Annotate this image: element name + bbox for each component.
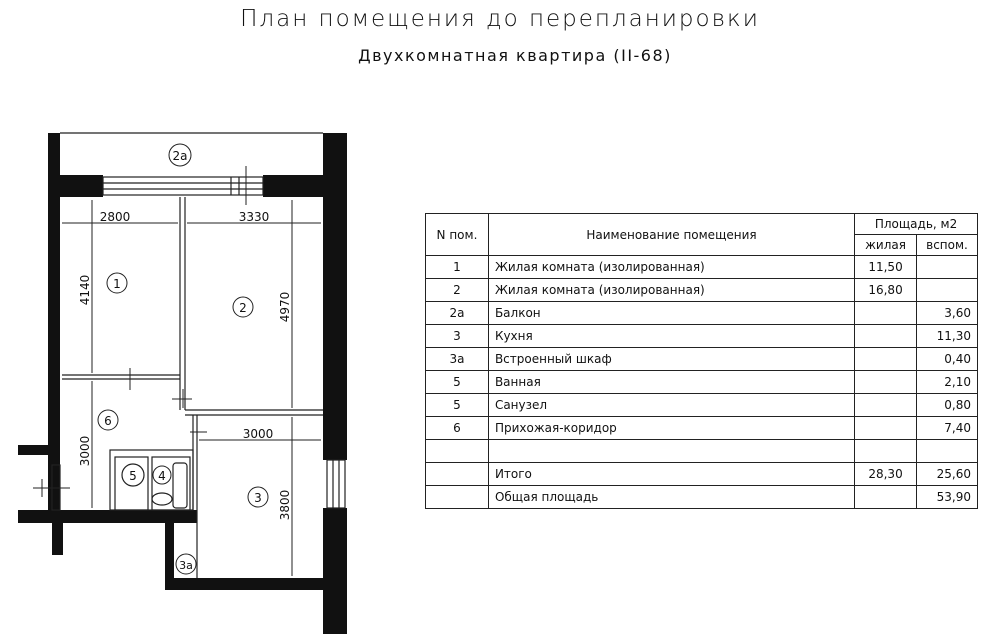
room-label-6: 6 bbox=[104, 414, 112, 428]
cell-living bbox=[854, 416, 917, 440]
cell-aux: 53,90 bbox=[916, 485, 978, 509]
header-number: N пом. bbox=[425, 213, 489, 256]
cell-aux bbox=[916, 255, 978, 279]
cell-number: 2 bbox=[425, 278, 489, 302]
dim-3000-vertical: 3000 bbox=[78, 436, 92, 467]
room-label-4: 4 bbox=[158, 469, 166, 483]
dim-4140: 4140 bbox=[78, 275, 92, 306]
cell-aux bbox=[916, 278, 978, 302]
cell-aux: 11,30 bbox=[916, 324, 978, 348]
cell-name: Жилая комната (изолированная) bbox=[487, 255, 856, 279]
partitions bbox=[51, 132, 346, 578]
cell-aux: 0,40 bbox=[916, 347, 978, 371]
cell-aux bbox=[916, 439, 978, 463]
cell-living bbox=[854, 370, 917, 394]
cell-living: 16,80 bbox=[854, 278, 917, 302]
cell-number: 2а bbox=[425, 301, 489, 325]
cell-number: 6 bbox=[425, 416, 489, 440]
cell-aux: 0,80 bbox=[916, 393, 978, 417]
cell-name: Балкон bbox=[487, 301, 856, 325]
cell-number: 5 bbox=[425, 393, 489, 417]
dimension-lines bbox=[33, 166, 321, 576]
cell-name: Встроенный шкаф bbox=[487, 347, 856, 371]
cell-aux: 3,60 bbox=[916, 301, 978, 325]
cell-name: Кухня bbox=[487, 324, 856, 348]
cell-name: Ванная bbox=[487, 370, 856, 394]
cell-name: Санузел bbox=[487, 393, 856, 417]
dim-4970: 4970 bbox=[278, 292, 292, 323]
walls bbox=[18, 133, 347, 634]
header-living: жилая bbox=[854, 234, 917, 256]
cell-aux: 25,60 bbox=[916, 462, 978, 486]
cell-number bbox=[425, 439, 489, 463]
cell-number bbox=[425, 485, 489, 509]
cell-name: Жилая комната (изолированная) bbox=[487, 278, 856, 302]
cell-number: 5 bbox=[425, 370, 489, 394]
room-label-1: 1 bbox=[113, 277, 121, 291]
room-label-3: 3 bbox=[254, 491, 262, 505]
dim-2800: 2800 bbox=[100, 210, 131, 224]
cell-number: 3 bbox=[425, 324, 489, 348]
cell-living bbox=[854, 393, 917, 417]
header-name: Наименование помещения bbox=[487, 213, 856, 256]
cell-living: 11,50 bbox=[854, 255, 917, 279]
area-table: N пом. Наименование помещения Площадь, м… bbox=[425, 213, 978, 509]
cell-number: 3а bbox=[425, 347, 489, 371]
room-label-2a: 2а bbox=[173, 149, 188, 163]
dim-3000-horizontal: 3000 bbox=[243, 427, 274, 441]
dimension-labels: 2800 3330 4140 4970 3000 3000 3800 bbox=[78, 210, 292, 520]
floor-plan: 2а 1 2 6 5 4 3 3а 2800 3330 4140 4970 30… bbox=[18, 132, 347, 634]
cell-living bbox=[854, 324, 917, 348]
cell-number bbox=[425, 462, 489, 486]
header-aux: вспом. bbox=[916, 234, 978, 256]
room-labels: 2а 1 2 6 5 4 3 3а bbox=[97, 143, 269, 575]
cell-number: 1 bbox=[425, 255, 489, 279]
cell-living bbox=[854, 301, 917, 325]
room-label-2: 2 bbox=[239, 301, 247, 315]
cell-aux: 2,10 bbox=[916, 370, 978, 394]
cell-aux: 7,40 bbox=[916, 416, 978, 440]
table-row bbox=[425, 439, 978, 463]
page-subtitle: Двухкомнатная квартира (II-68) bbox=[358, 46, 672, 65]
cell-living bbox=[854, 347, 917, 371]
cell-living: 28,30 bbox=[854, 462, 917, 486]
header-area: Площадь, м2 bbox=[854, 213, 978, 235]
room-label-3a: 3а bbox=[179, 559, 193, 572]
cell-name: Общая площадь bbox=[487, 485, 856, 509]
cell-living bbox=[854, 485, 917, 509]
cell-name: Итого bbox=[487, 462, 856, 486]
cell-name: Прихожая-коридор bbox=[487, 416, 856, 440]
table-row: Общая площадь 53,90 bbox=[425, 485, 978, 509]
dim-3800: 3800 bbox=[278, 490, 292, 521]
room-label-5: 5 bbox=[129, 469, 137, 483]
cell-name bbox=[487, 439, 856, 463]
page-title: План помещения до перепланировки bbox=[240, 6, 760, 32]
dim-3330: 3330 bbox=[239, 210, 270, 224]
cell-living bbox=[854, 439, 917, 463]
